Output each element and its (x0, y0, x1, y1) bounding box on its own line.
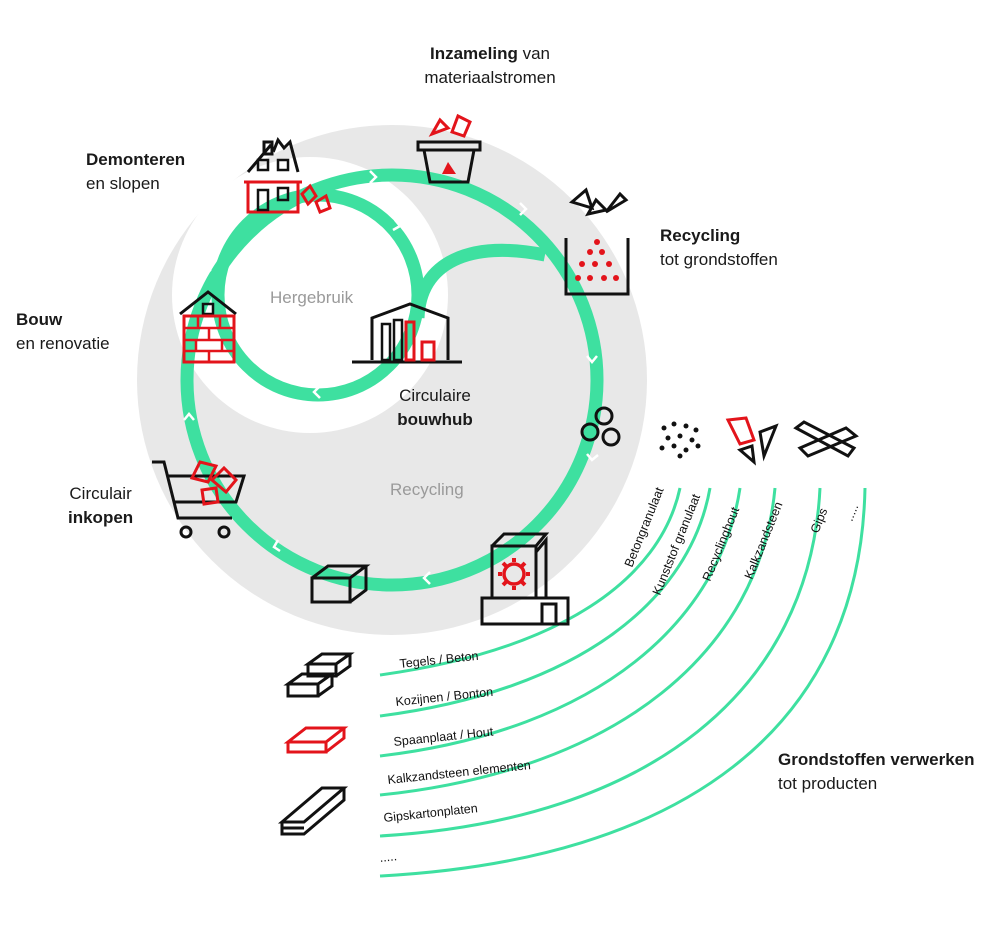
shopping-cart-icon (152, 460, 247, 539)
recycling-label: Recycling tot grondstoffen (660, 226, 778, 269)
building-block-icon (310, 564, 371, 604)
shards-icon (725, 416, 779, 466)
product-arcs (379, 487, 867, 878)
factory-gear-icon (480, 532, 570, 626)
hub-connector (411, 243, 547, 319)
red-board-icon (283, 726, 349, 754)
stacked-tiles-icon (283, 652, 355, 698)
granules-icon (580, 406, 621, 447)
dots-icon (659, 421, 701, 459)
dismantle-label: Demonteren en slopen (86, 150, 186, 193)
product-label: ..... (379, 849, 398, 865)
product-label: Gipskartonplaten (383, 801, 478, 825)
direction-chevrons (183, 170, 599, 585)
bin-with-rubble-icon (416, 113, 482, 184)
reuse-loop-label: Hergebruik (270, 288, 354, 307)
raw-material-label: Kalkzandsteen (742, 500, 786, 581)
demolished-house-icon (244, 136, 332, 214)
raw-material-label: ..... (842, 502, 861, 523)
hub-label: Circulaire bouwhub (397, 386, 473, 429)
warehouse-icon (352, 302, 462, 364)
raw-material-label: Gips (808, 506, 831, 535)
product-label: Tegels / Beton (399, 649, 479, 671)
crusher-icon (564, 187, 630, 296)
raw-material-label: Betongranulaat (622, 485, 667, 569)
build-label: Bouw en renovatie (16, 310, 110, 353)
recycling-loop-label: Recycling (390, 480, 464, 499)
crossed-planks-icon (793, 420, 859, 458)
processing-label: Grondstoffen verwerken tot producten (778, 750, 975, 793)
raw-material-label: Recyclinghout (700, 505, 743, 584)
purchasing-label: Circulair inkopen (68, 484, 134, 527)
collection-label: Inzameling van materiaalstromen (424, 44, 556, 87)
brick-house-icon (179, 290, 237, 364)
recycling-loop (180, 168, 604, 592)
plasterboard-stack-icon (277, 786, 349, 836)
